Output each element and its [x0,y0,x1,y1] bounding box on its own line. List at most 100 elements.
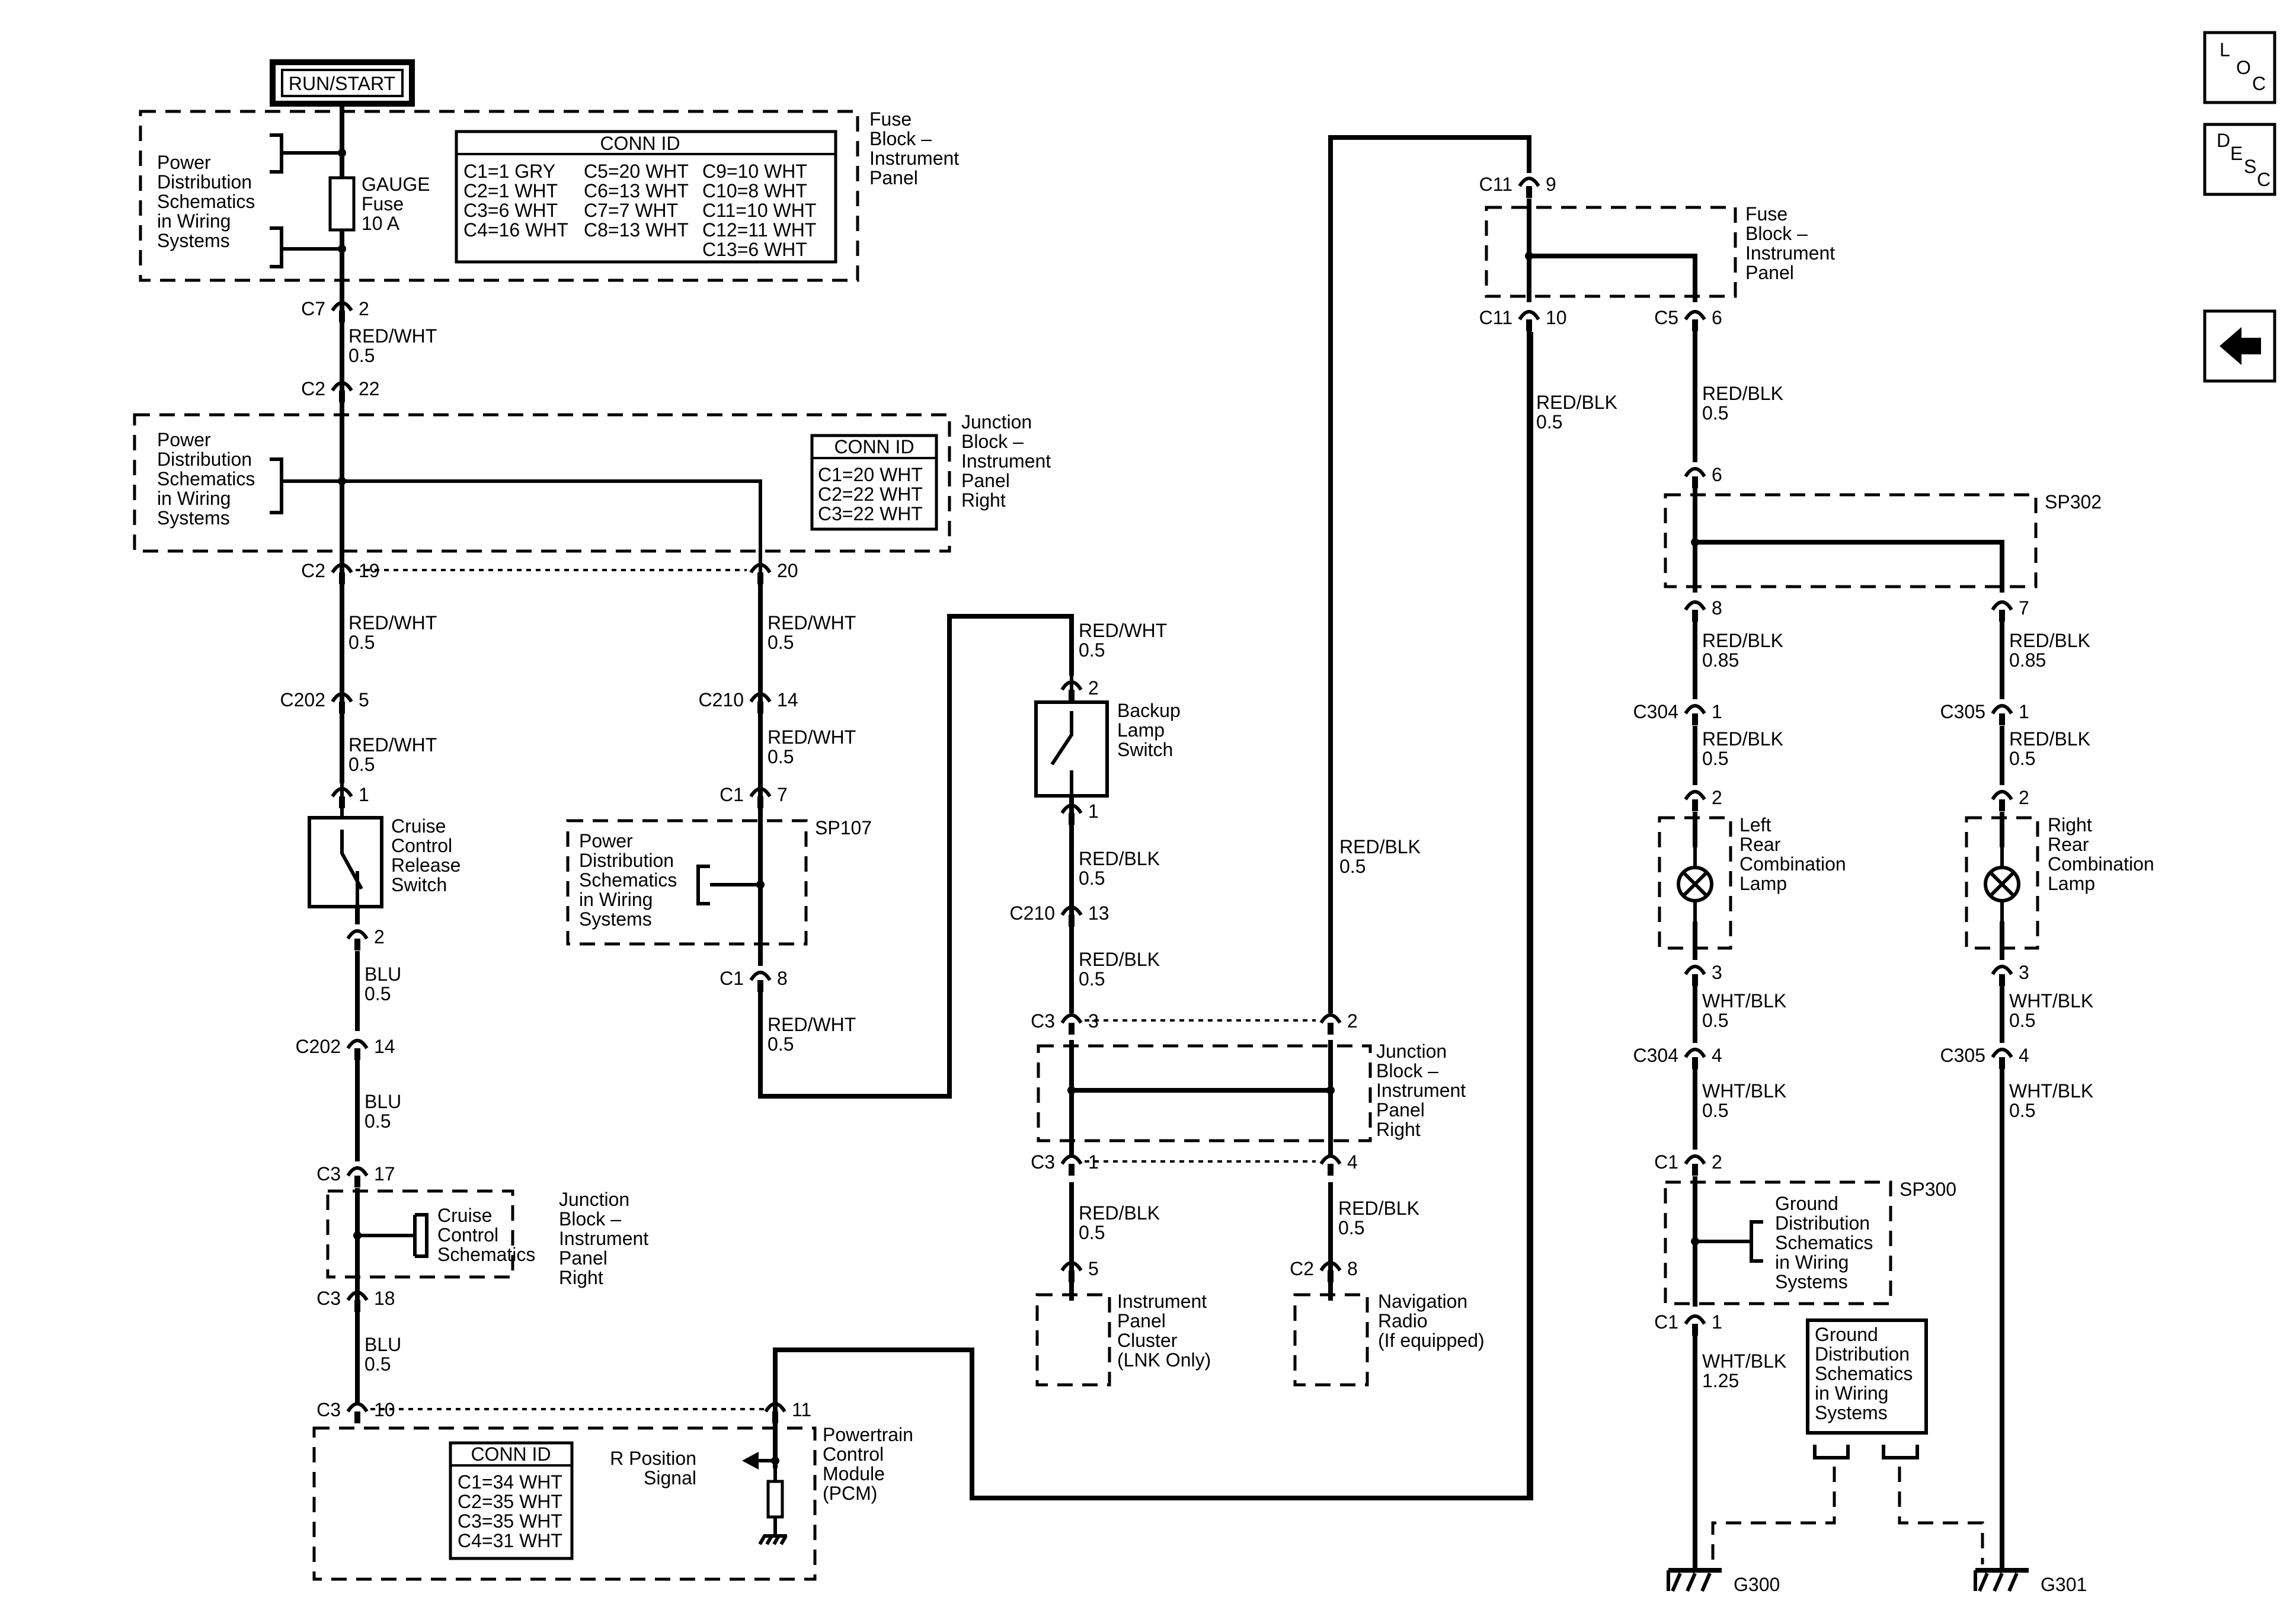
connector-pin: 6 [1712,464,1722,485]
connector-name: C5 [1654,307,1678,328]
svg-text:Systems: Systems [1775,1271,1848,1292]
sp107-pd-note: Power Distribution Schematics in Wiring … [579,830,677,930]
wire-size: 0.5 [348,345,375,366]
svg-text:Schematics: Schematics [157,468,255,489]
svg-text:Lamp: Lamp [2048,873,2095,894]
wire-size: 0.5 [1702,1010,1728,1031]
svg-text:Switch: Switch [391,874,447,895]
svg-text:Right: Right [2048,814,2092,836]
svg-text:Powertrain: Powertrain [823,1424,913,1445]
fuse-block-top-label: Fuse Block – Instrument Panel [869,108,959,188]
wire-color: RED/BLK [1702,383,1783,404]
fuse-block-top-pd-note: Power Distribution Schematics in Wiring … [157,152,255,251]
connector-pin: 10 [374,1399,395,1420]
svg-text:C1=1 GRY: C1=1 GRY [463,161,555,182]
connector-name: C1 [1654,1311,1678,1333]
connector-name: C2 [301,560,325,581]
svg-text:Release: Release [391,854,461,876]
svg-text:Systems: Systems [157,507,230,529]
loc-button[interactable]: L O C [2203,31,2276,104]
wire-color: BLU [364,964,401,985]
wire-color: RED/WHT [768,612,856,633]
svg-text:Instrument: Instrument [559,1228,648,1249]
svg-text:Cluster: Cluster [1117,1330,1178,1351]
svg-text:10 A: 10 A [362,213,400,234]
svg-text:Panel: Panel [1376,1099,1425,1121]
svg-text:(PCM): (PCM) [823,1483,877,1504]
desc-button[interactable]: D E S C [2203,123,2276,196]
wire-color: RED/BLK [1702,728,1783,750]
connector-cr-2: 2 [346,926,385,950]
wire-size: 0.5 [1338,1217,1364,1238]
svg-text:Instrument: Instrument [961,450,1051,472]
connector-jm-4: 4 [1319,1151,1358,1176]
svg-text:Left: Left [1739,814,1771,836]
svg-text:Block –: Block – [869,128,932,149]
svg-text:Junction: Junction [1376,1041,1447,1062]
svg-text:Panel: Panel [1745,262,1794,283]
svg-text:Distribution: Distribution [1815,1343,1910,1365]
svg-text:Cruise: Cruise [437,1205,492,1226]
backup-switch-label: Backup Lamp Switch [1117,700,1181,760]
connector-rl-3: 3 [1991,962,2029,986]
connector-pin: 2 [359,298,369,319]
svg-text:Panel: Panel [559,1247,607,1269]
conn-id-junction-top: CONN ID C1=20 WHT C2=22 WHT C3=22 WHT [810,434,938,531]
svg-text:Combination: Combination [1739,853,1846,875]
connector-pin: 2 [1712,787,1722,808]
wire-size: 0.5 [2009,1100,2035,1121]
connector-pin: 2 [1712,1151,1722,1173]
wire-size: 0.5 [768,746,794,767]
sp300-label: SP300 [1900,1179,1956,1200]
connector-ll-3: 3 [1684,962,1722,986]
connector-c1-2: C1 2 [1654,1151,1722,1176]
wire-size: 0.5 [2009,1010,2035,1031]
connector-name: C1 [1654,1151,1678,1173]
svg-text:Instrument: Instrument [1745,242,1835,264]
svg-text:C4=16 WHT: C4=16 WHT [463,219,568,241]
svg-text:Instrument: Instrument [869,148,959,169]
fuse-block-right-label: Fuse Block – Instrument Panel [1745,203,1835,283]
svg-text:Distribution: Distribution [579,850,674,871]
connector-pin: 14 [777,689,798,710]
connector-pin: 2 [374,926,385,948]
connector-c2-20: 20 [749,560,798,584]
wire-size: 0.5 [364,1110,391,1132]
back-button[interactable] [2203,309,2276,383]
connector-cr-1: 1 [331,784,369,808]
ipc-label: Instrument Panel Cluster (LNK Only) [1117,1291,1211,1371]
wire-size: 0.5 [1079,1222,1105,1243]
wire-size: 0.5 [1702,1100,1728,1121]
connector-pin: 1 [2019,701,2029,722]
wire-color: BLU [364,1334,401,1355]
svg-text:C12=11 WHT: C12=11 WHT [702,219,816,241]
svg-text:Power: Power [157,429,211,450]
ground-distribution-box: Ground Distribution Schematics in Wiring… [1806,1318,1928,1435]
svg-text:Junction: Junction [559,1189,629,1210]
svg-text:Rear: Rear [2048,834,2089,855]
connector-pin: 20 [777,560,798,581]
svg-text:GAUGE: GAUGE [362,174,430,195]
svg-text:C1=20 WHT: C1=20 WHT [818,464,923,485]
run-start-label: RUN/START [289,73,395,94]
svg-text:CONN ID: CONN ID [471,1443,551,1465]
sp302-label: SP302 [2045,491,2102,513]
connector-name: C1 [720,784,744,805]
wire-size: 0.5 [768,1033,794,1055]
svg-text:Navigation: Navigation [1378,1291,1467,1312]
fuse-block-right-outline [1485,206,1737,298]
cruise-junction-outline [326,1189,514,1279]
